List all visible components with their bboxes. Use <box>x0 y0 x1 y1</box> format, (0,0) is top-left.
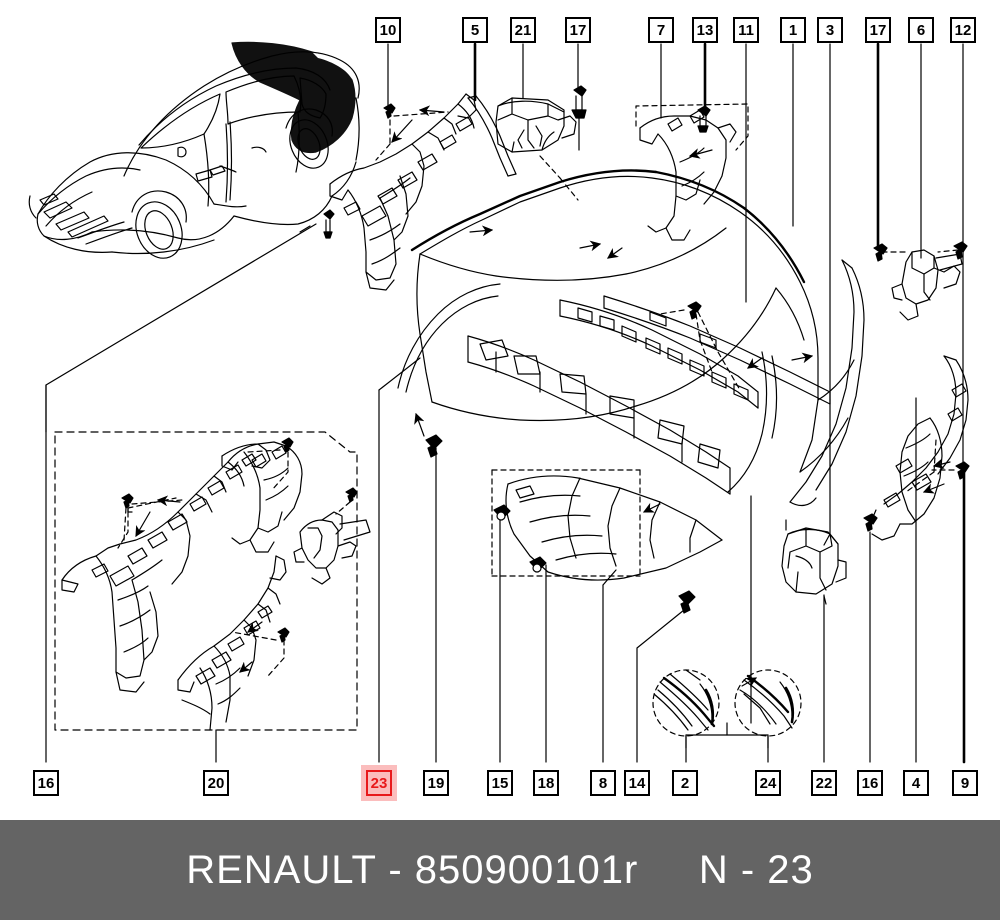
part-right-lower-bracket <box>869 43 970 764</box>
part-reinforcement-bar <box>559 299 759 409</box>
callout-6-top[interactable]: 6 <box>908 17 934 43</box>
callout-4-bottom[interactable]: 4 <box>903 770 929 796</box>
callout-18-bottom[interactable]: 18 <box>533 770 559 796</box>
detail-bubbles <box>652 495 802 763</box>
part-right-trim <box>789 43 865 546</box>
footer-caption: RENAULT - 850900101r N - 23 <box>186 847 814 892</box>
part-bumper-cover <box>397 169 855 493</box>
part-bolt-17a <box>571 85 587 151</box>
part-sensor-module-22 <box>781 519 847 763</box>
part-clip-16-right <box>863 513 878 763</box>
callout-2-bottom[interactable]: 2 <box>672 770 698 796</box>
part-lower-deflector <box>491 469 723 763</box>
callout-15-bottom[interactable]: 15 <box>487 770 513 796</box>
callout-21-top[interactable]: 21 <box>510 17 536 43</box>
callout-16-bottom-left[interactable]: 16 <box>33 770 59 796</box>
callout-22-bottom[interactable]: 22 <box>811 770 837 796</box>
leader-14 <box>636 609 685 763</box>
part-upper-trim-strip <box>467 95 517 177</box>
part-right-upper-bracket <box>635 103 749 241</box>
callout-10-top[interactable]: 10 <box>375 17 401 43</box>
callout-3-top[interactable]: 3 <box>817 17 843 43</box>
callout-12-top[interactable]: 12 <box>950 17 976 43</box>
callout-7-top[interactable]: 7 <box>648 17 674 43</box>
part-lower-trim-bar <box>603 295 831 405</box>
part-energy-absorber <box>467 335 731 763</box>
callout-19-bottom[interactable]: 19 <box>423 770 449 796</box>
callout-11-top[interactable]: 11 <box>733 17 759 43</box>
callout-8-bottom[interactable]: 8 <box>590 770 616 796</box>
part-clip-19 <box>414 412 443 763</box>
callout-13-top[interactable]: 13 <box>692 17 718 43</box>
callout-20-bottom[interactable]: 20 <box>203 770 229 796</box>
callout-17-top-a[interactable]: 17 <box>565 17 591 43</box>
callout-23-bottom-selected[interactable]: 23 <box>366 770 392 796</box>
parts-diagram-canvas <box>28 41 970 764</box>
footer-bar: RENAULT - 850900101r N - 23 <box>0 820 1000 920</box>
part-clips-15-14 <box>493 504 696 763</box>
callout-14-bottom[interactable]: 14 <box>624 770 650 796</box>
callout-1-top[interactable]: 1 <box>780 17 806 43</box>
inset-bracket-group <box>61 437 371 731</box>
vehicle-illustration <box>28 41 360 259</box>
part-left-bracket <box>323 93 477 291</box>
part-module-bracket <box>495 97 579 201</box>
callout-17-top-b[interactable]: 17 <box>865 17 891 43</box>
inset-detail-box <box>45 384 358 763</box>
callout-24-bottom[interactable]: 24 <box>755 770 781 796</box>
callout-5-top[interactable]: 5 <box>462 17 488 43</box>
callout-16-bottom-right[interactable]: 16 <box>857 770 883 796</box>
leader-16-left <box>45 223 317 763</box>
callout-9-bottom[interactable]: 9 <box>952 770 978 796</box>
part-right-small-bracket <box>873 42 968 321</box>
